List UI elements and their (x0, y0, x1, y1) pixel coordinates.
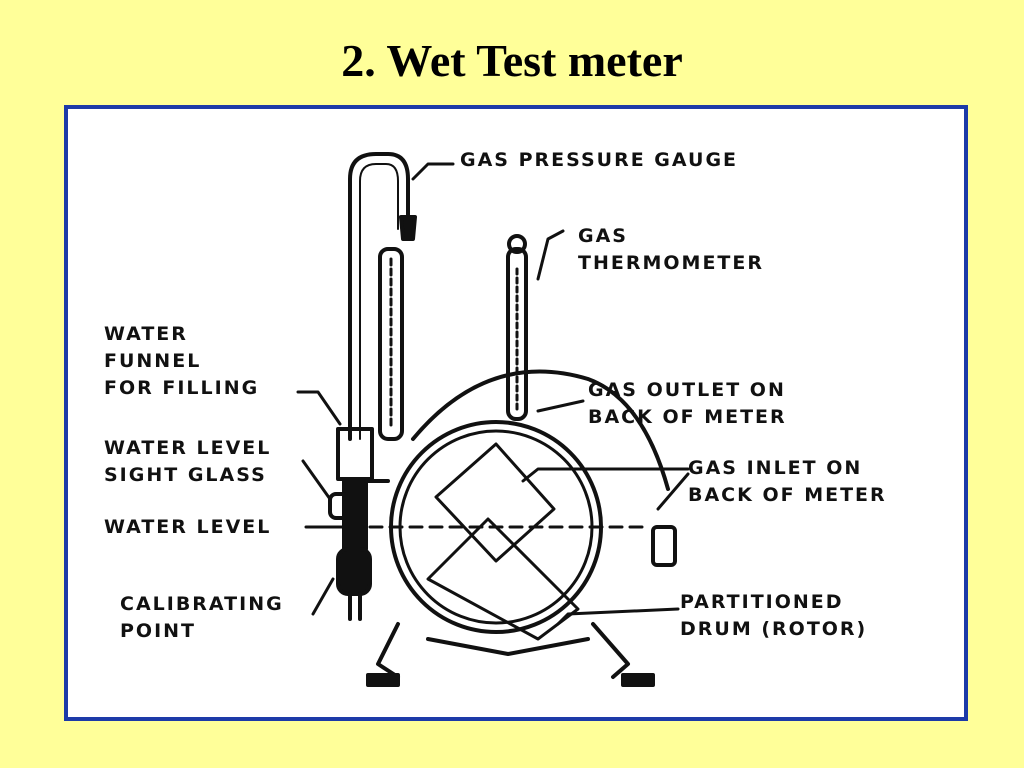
label-calibrating-point: CALIBRATING POINT (120, 593, 284, 642)
label-water-level: WATER LEVEL (104, 516, 272, 538)
wet-test-meter-drawing (296, 152, 690, 687)
manometer-tube-inner (359, 163, 399, 440)
pressure-gauge-column (378, 247, 404, 441)
thermometer (506, 247, 528, 421)
label-gas-outlet: GAS OUTLET ON BACK OF METER (588, 379, 787, 428)
wet-test-meter-figure: GAS PRESSURE GAUGE GAS THERMOMETER WATER… (64, 105, 968, 721)
label-water-level-sight-glass: WATER LEVEL SIGHT GLASS (104, 437, 272, 486)
meter-stand (376, 622, 630, 679)
outer-arc (411, 369, 670, 491)
slide-title: 2. Wet Test meter (341, 35, 683, 86)
rotor-partitions (434, 442, 556, 563)
label-water-funnel: WATER FUNNEL FOR FILLING (104, 323, 260, 399)
label-gas-thermometer: GAS THERMOMETER (578, 225, 764, 274)
label-gas-inlet: GAS INLET ON BACK OF METER (688, 457, 887, 506)
label-partitioned-drum: PARTITIONED DRUM (ROTOR) (680, 591, 868, 640)
water-funnel (336, 427, 374, 481)
label-gas-pressure-gauge: GAS PRESSURE GAUGE (460, 149, 739, 171)
manometer-tube (348, 152, 410, 441)
calibrating-valve (336, 547, 372, 596)
